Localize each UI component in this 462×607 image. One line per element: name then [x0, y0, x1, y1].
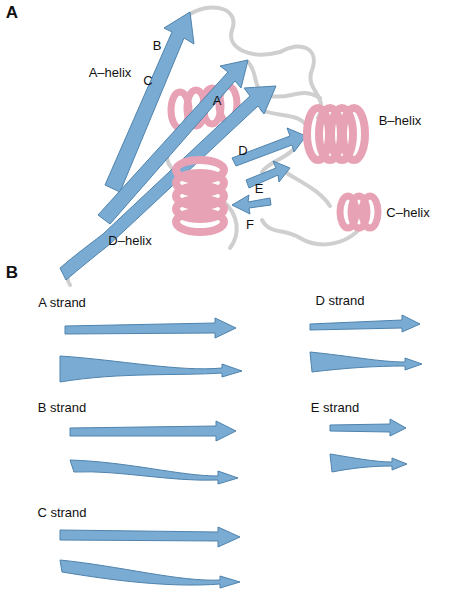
d-helix	[176, 160, 224, 232]
panel-heading: E strand	[311, 401, 359, 414]
panel-heading: A strand	[38, 296, 86, 309]
beta-sheet	[60, 12, 306, 280]
helix-label: C–helix	[386, 206, 429, 219]
helix-label: D–helix	[108, 234, 151, 247]
helix-label: A–helix	[89, 66, 132, 79]
loop-coil	[67, 7, 365, 285]
panel-letter: B	[6, 264, 18, 281]
strand-label: E	[255, 182, 264, 195]
helix-label: B–helix	[379, 114, 422, 127]
panel-heading: C strand	[37, 506, 86, 519]
panel-letter: A	[6, 4, 18, 21]
panel-heading: B strand	[38, 401, 86, 414]
b-helix	[307, 108, 365, 160]
strand-label: D	[238, 144, 247, 157]
strand-label: B	[153, 39, 162, 52]
strand-detail	[60, 315, 422, 588]
strand-label: F	[246, 218, 254, 231]
panel-heading: D strand	[315, 294, 364, 307]
c-helix	[340, 196, 378, 228]
strand-label: A	[213, 94, 222, 107]
strand-label: C	[143, 74, 152, 87]
